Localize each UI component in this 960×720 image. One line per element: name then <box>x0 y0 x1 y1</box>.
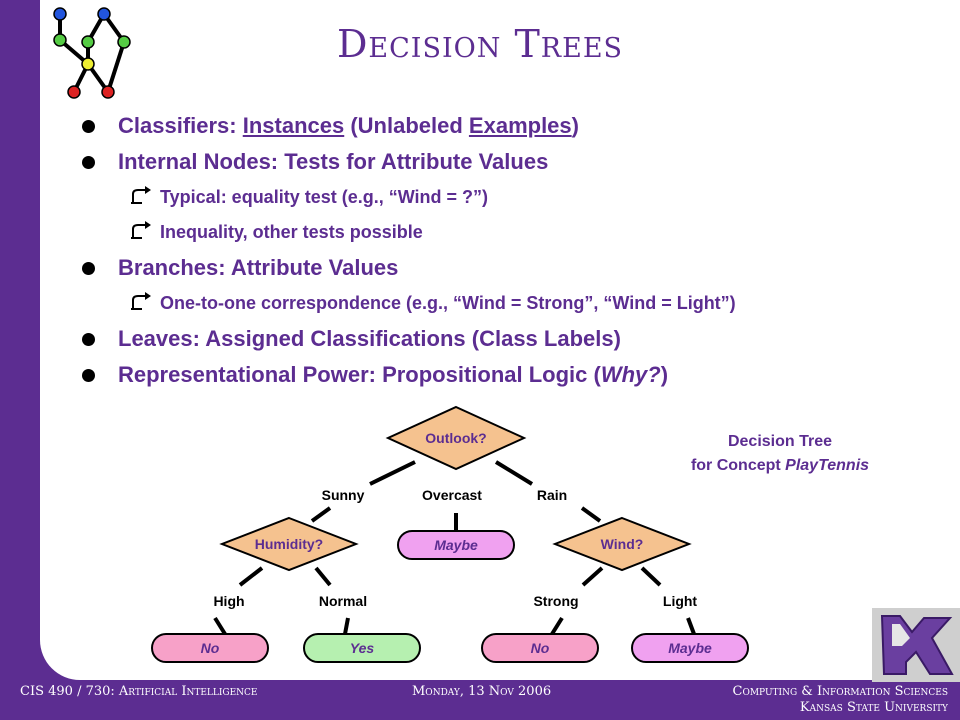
leaf-high-label: No <box>201 640 220 656</box>
bullet-text: Internal Nodes: Tests for Attribute Valu… <box>118 149 549 174</box>
edge-rain-upper <box>494 460 534 486</box>
edge-sunny-upper <box>369 460 416 486</box>
bullet-text: Branches: Attribute Values <box>118 255 399 280</box>
bullet-item: Branches: Attribute Values <box>82 250 942 286</box>
leaf-overcast <box>397 530 515 560</box>
branch-label-high: High <box>213 593 244 609</box>
bullet-item: Leaves: Assigned Classifications (Class … <box>82 321 942 357</box>
leaf-normal-label: Yes <box>350 640 375 656</box>
caption-prefix: for Concept <box>690 457 786 474</box>
node-outlook <box>385 405 527 471</box>
bullet-item: Classifiers: Instances (Unlabeled Exampl… <box>82 108 942 144</box>
bullet-text: Inequality, other tests possible <box>160 222 423 242</box>
curved-arrow-bullet-icon <box>131 221 151 239</box>
branch-label-rain: Rain <box>537 487 567 503</box>
sub-bullet-item: Typical: equality test (e.g., “Wind = ?”… <box>82 180 942 215</box>
leaf-light-label: Maybe <box>668 640 712 656</box>
bullet-item: Internal Nodes: Tests for Attribute Valu… <box>82 144 942 180</box>
node-humidity-label: Humidity? <box>255 536 323 552</box>
edge-high-lower <box>213 616 227 636</box>
edge-high-upper <box>238 566 264 587</box>
edge-strong-upper <box>581 566 604 587</box>
bullet-text: Typical: equality test (e.g., “Wind = ?”… <box>160 187 489 207</box>
bullet-text: Why? <box>600 362 661 387</box>
leaf-light <box>631 633 749 663</box>
leaf-overcast-label: Maybe <box>434 537 478 553</box>
edge-sunny-lower <box>310 506 332 523</box>
bullet-dot-icon <box>82 333 95 346</box>
edge-strong-lower <box>550 616 564 636</box>
graph-logo-icon <box>53 7 131 99</box>
footer-course: CIS 490 / 730: Artificial Intelligence <box>20 684 258 699</box>
sub-bullet-item: One-to-one correspondence (e.g., “Wind =… <box>82 286 942 321</box>
bullet-text: Leaves: Assigned Classifications (Class … <box>118 326 621 351</box>
edge-rain-lower <box>580 506 602 523</box>
leaf-strong-label: No <box>531 640 550 656</box>
bullet-text: Representational Power: Propositional Lo… <box>118 362 601 387</box>
wildcat-logo-icon <box>872 608 960 682</box>
node-outlook-label: Outlook? <box>425 430 486 446</box>
branch-label-strong: Strong <box>533 593 578 609</box>
leaf-strong <box>481 633 599 663</box>
slide-canvas <box>40 0 960 680</box>
curved-arrow-bullet-icon <box>131 186 151 204</box>
curved-arrow-bullet-icon <box>131 292 151 310</box>
caption-line-1: Decision Tree <box>727 433 833 450</box>
footer-dept: Computing & Information Sciences <box>732 684 948 699</box>
sub-bullet-item: Inequality, other tests possible <box>82 215 942 250</box>
leaf-high <box>151 633 269 663</box>
slide-title: Decision Trees <box>336 22 624 66</box>
footer-date: Monday, 13 Nov 2006 <box>412 684 552 699</box>
bullet-text: Classifiers: <box>118 113 243 138</box>
bullet-dot-icon <box>82 262 95 275</box>
caption-concept: PlayTennis <box>785 457 870 474</box>
branch-label-overcast: Overcast <box>422 487 482 503</box>
edge-normal-lower <box>343 617 350 635</box>
node-humidity <box>219 516 359 572</box>
tree-caption: Decision Tree for Concept PlayTennis <box>640 430 920 478</box>
bullet-item: Representational Power: Propositional Lo… <box>82 357 942 393</box>
bullet-list: Classifiers: Instances (Unlabeled Exampl… <box>82 108 942 393</box>
branch-label-light: Light <box>663 593 698 609</box>
bullet-text: ) <box>571 113 579 138</box>
branch-label-normal: Normal <box>319 593 367 609</box>
bullet-text: One-to-one correspondence (e.g., “Wind =… <box>160 293 736 313</box>
bullet-text: ) <box>660 362 669 387</box>
bullet-text: (Unlabeled <box>344 113 469 138</box>
caption-line-2: for Concept PlayTennis <box>640 454 920 478</box>
branch-label-sunny: Sunny <box>322 487 365 503</box>
bullet-dot-icon <box>82 120 95 133</box>
bullet-dot-icon <box>82 369 95 382</box>
leaf-normal <box>303 633 421 663</box>
node-wind-label: Wind? <box>601 536 644 552</box>
bullet-text: Examples <box>468 113 572 138</box>
edge-normal-upper <box>314 566 332 587</box>
bullet-text: Instances <box>242 113 345 138</box>
bullet-dot-icon <box>82 156 95 169</box>
kstate-logo <box>872 608 960 682</box>
edge-light-upper <box>640 566 662 587</box>
footer-univ: Kansas State University <box>799 700 948 715</box>
edge-light-lower <box>686 617 696 635</box>
node-wind <box>552 516 692 572</box>
